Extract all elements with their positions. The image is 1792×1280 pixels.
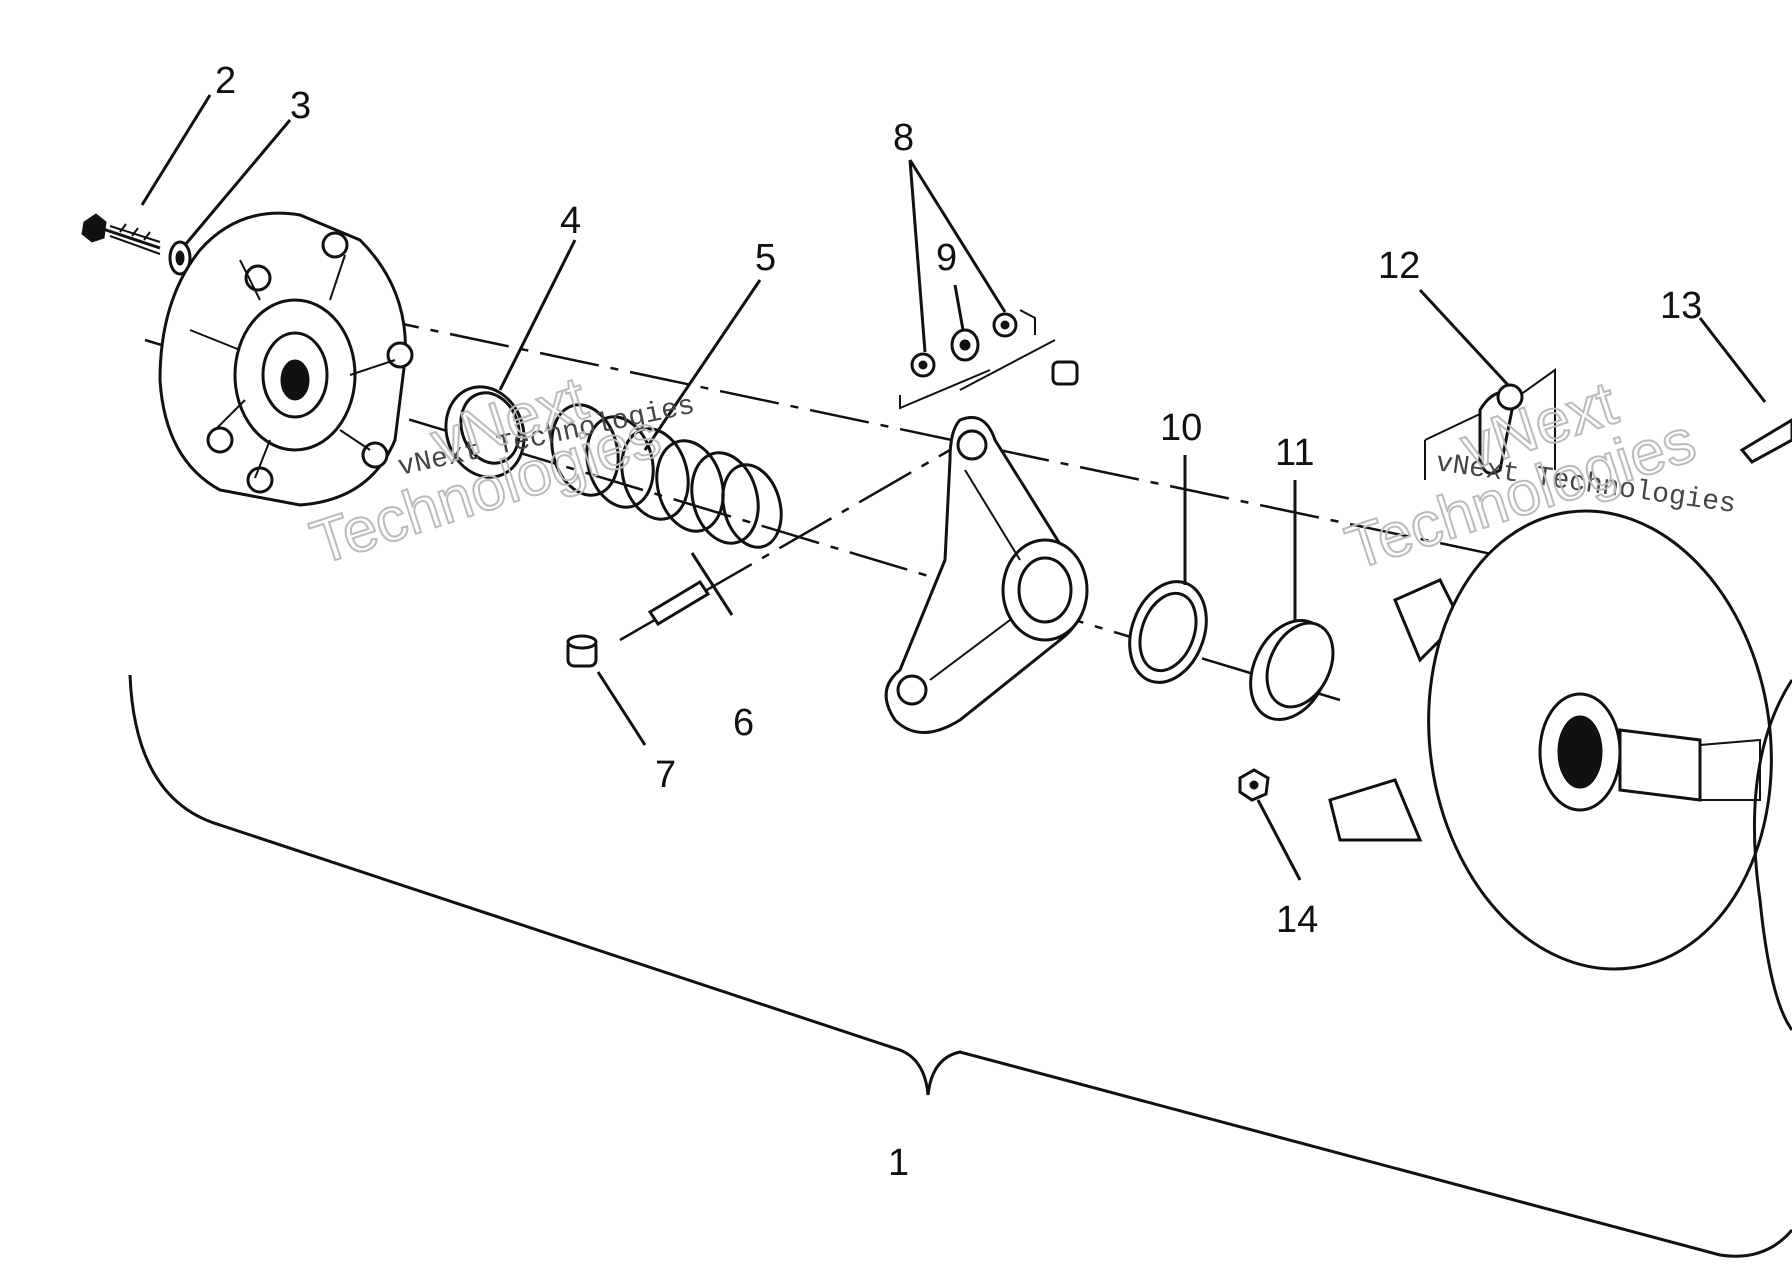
- clip-part: [1424, 368, 1556, 480]
- nut-part: [1238, 768, 1270, 802]
- spider-arm-part: [884, 416, 1089, 734]
- thrust-washer-part: [1128, 580, 1208, 684]
- washer-part: [168, 240, 192, 276]
- bolt-part: [81, 213, 161, 255]
- callout-1: 1: [888, 1142, 909, 1184]
- bracket-hardware-part: [899, 309, 1079, 410]
- pin-part: [647, 579, 711, 627]
- callout-6: 6: [733, 702, 754, 744]
- assembly-axis-upper: [359, 313, 1521, 562]
- callout-10: 10: [1160, 407, 1202, 449]
- callout-12: 12: [1378, 245, 1420, 287]
- callout-14: 14: [1276, 899, 1318, 941]
- callout-9: 9: [936, 237, 957, 279]
- ring-part: [444, 385, 526, 479]
- callout-2: 2: [215, 60, 236, 102]
- callout-13: 13: [1660, 285, 1702, 327]
- callout-3: 3: [290, 85, 311, 127]
- spring-part: [550, 403, 783, 549]
- callout-numbers: 2 3 4 5 6 7 8 9 10 11 12 13 14 1: [215, 60, 1702, 1184]
- sleeve-bushing-part: [1249, 618, 1335, 722]
- assembly-axis-pin: [619, 448, 951, 642]
- assembly-bracket: [128, 674, 1792, 1258]
- bushing-part: [566, 634, 598, 668]
- sheave-part: [1328, 509, 1792, 1031]
- callout-11: 11: [1275, 432, 1314, 474]
- leader-lines: [140, 94, 1767, 881]
- callout-4: 4: [560, 200, 581, 242]
- callout-7: 7: [655, 754, 676, 796]
- shaft-tip-part: [1739, 418, 1792, 464]
- callout-8: 8: [893, 117, 914, 159]
- cover-plate-part: [158, 211, 414, 507]
- callout-5: 5: [755, 237, 776, 279]
